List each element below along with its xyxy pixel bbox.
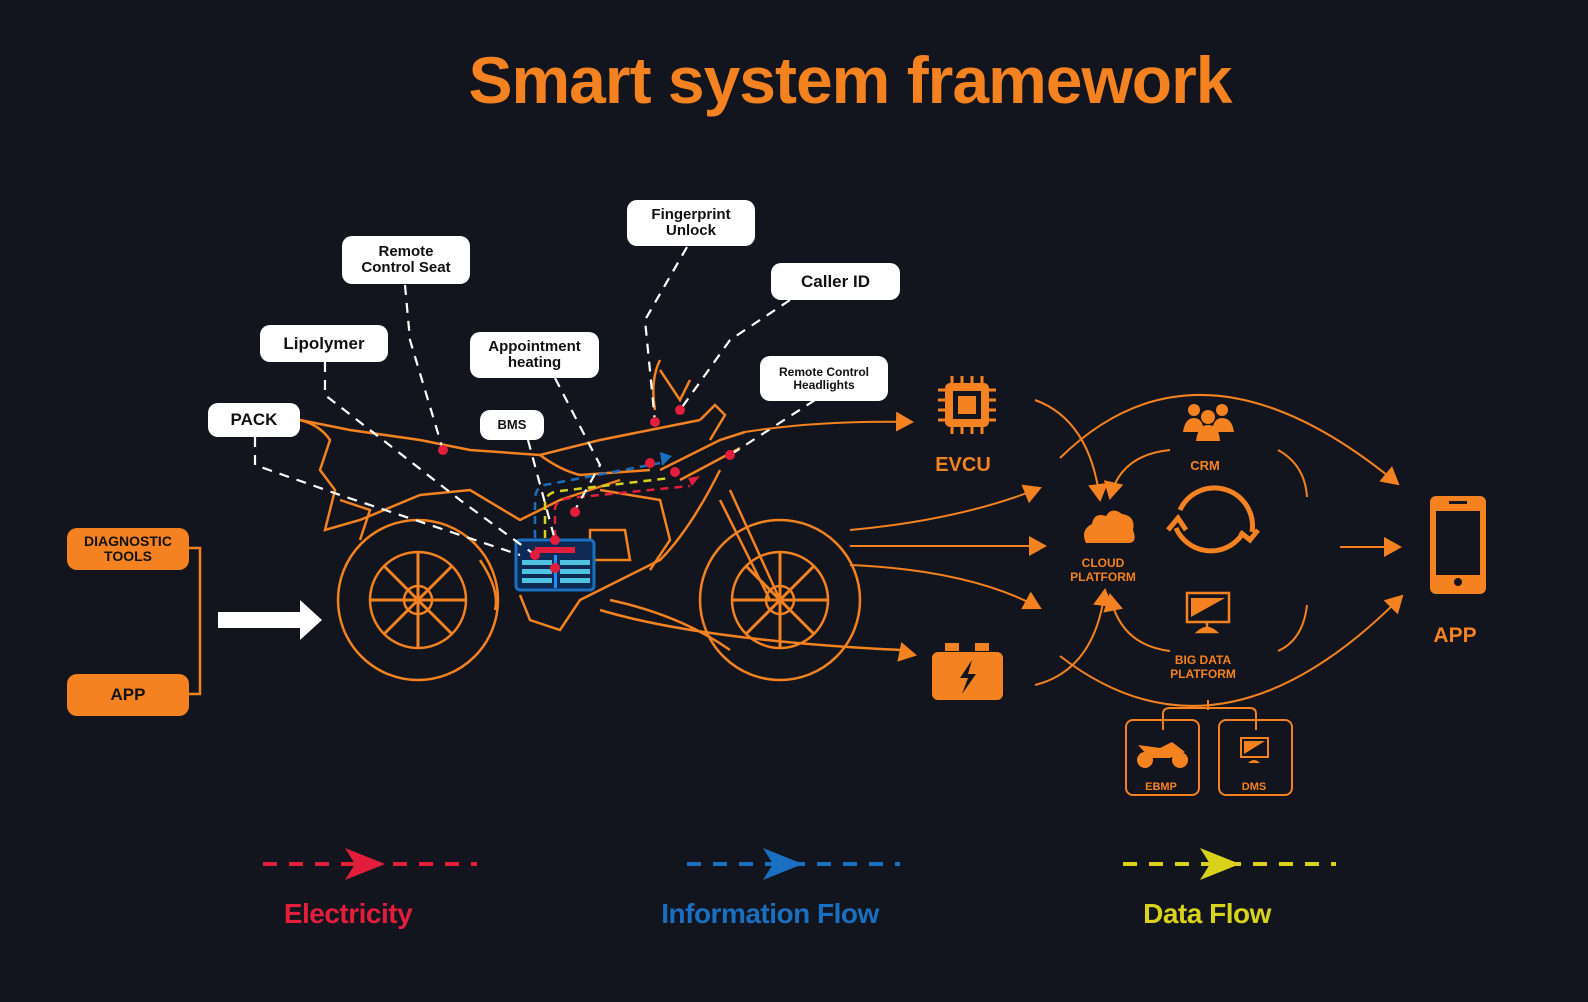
dms-box [1218, 719, 1293, 796]
callout-lipolymer: Lipolymer [260, 325, 388, 362]
data-flow-line [543, 476, 671, 538]
callout-bms: BMS [480, 410, 544, 440]
motorcycle-icon [1137, 742, 1188, 768]
legend-information-flow-label: Information Flow [661, 898, 879, 929]
refresh-cycle-icon [1166, 485, 1260, 554]
callout-remote-control-headlights: Remote Control Headlights [760, 356, 888, 401]
electricity-flow-line [553, 484, 691, 538]
cloud-icon [1084, 510, 1135, 543]
callout-fingerprint-unlock: Fingerprint Unlock [627, 200, 755, 246]
information-flow-line [533, 461, 661, 538]
legend-data-line [1123, 848, 1336, 880]
legend-electricity-line [263, 848, 477, 880]
callout-pack: PACK [208, 403, 300, 437]
app-output-label: APP [1433, 624, 1477, 647]
app-input-box: APP [67, 674, 189, 716]
sensor-points [438, 405, 735, 573]
people-icon [1183, 404, 1234, 441]
bike-output-arrows [744, 394, 1404, 707]
diagnostic-tools-box: DIAGNOSTIC TOOLS [67, 528, 189, 570]
callout-appointment-heating: Appointment heating [470, 332, 599, 378]
callout-remote-control-seat: Remote Control Seat [342, 236, 470, 284]
dms-monitor-icon [1240, 737, 1269, 763]
motorcycle-outline [299, 359, 901, 682]
cloud-platform-label: CLOUD PLATFORM [1070, 556, 1136, 585]
legend-data-flow-label: Data Flow [1143, 898, 1271, 929]
phone-icon [1430, 496, 1486, 594]
input-arrow [218, 600, 322, 640]
callout-caller-id: Caller ID [771, 263, 900, 300]
legend-electricity-label: Electricity [283, 898, 413, 929]
callout-leaders [253, 246, 816, 557]
cycle-arcs [1162, 449, 1308, 730]
page-title: Smart system framework [468, 43, 1232, 117]
big-data-platform-label: BIG DATA PLATFORM [1170, 653, 1236, 682]
evcu-label: EVCU [935, 454, 991, 476]
ebmp-label: EBMP [1145, 781, 1177, 793]
dms-label: DMS [1241, 781, 1267, 793]
legend-information-line [687, 848, 900, 880]
ebmp-box [1125, 719, 1200, 796]
battery-icon [932, 643, 1003, 700]
chip-icon [938, 376, 996, 434]
crm-label: CRM [1190, 458, 1220, 473]
monitor-icon [1185, 591, 1231, 634]
input-bracket [189, 546, 202, 696]
